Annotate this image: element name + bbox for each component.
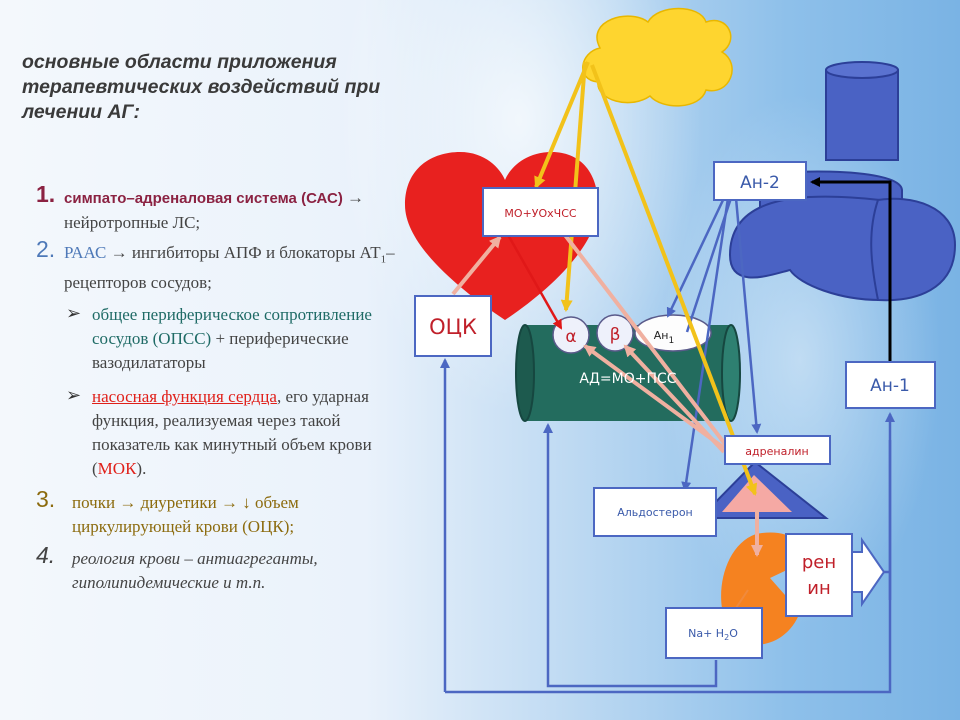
aldosterone-label: Альдостерон <box>617 506 693 519</box>
sodium-water-text: Na+ H <box>688 627 724 640</box>
cardiac-output-label: МО+УОхЧСС <box>504 207 576 220</box>
list-number-1: 1. <box>36 181 56 207</box>
opss-term: общее периферическое сопротивление сосуд… <box>92 305 372 349</box>
raas-term: РААС <box>64 243 111 262</box>
renin-label-line2: ин <box>807 578 830 599</box>
opss-rest: + периферические вазодилататоры <box>92 329 349 373</box>
kidney-to-na-orange-arrow <box>735 589 749 609</box>
sodium-water-sub: 2 <box>724 633 729 642</box>
kidney-text: почки → диуретики → ↓ объем циркулирующе… <box>72 493 299 537</box>
sublist-item-pump: ➢ насосная функция сердца, его ударная ф… <box>22 385 402 481</box>
an1-box <box>845 361 936 409</box>
therapy-list: 1. симпато–адреналовая система (САС) → н… <box>22 182 402 595</box>
raas-subscript: 1 <box>380 253 387 266</box>
renin-label-line1: рен <box>802 552 836 573</box>
receptor-beta[interactable] <box>596 314 634 352</box>
sublist-item-opss: ➢ общее периферическое сопротивление сос… <box>22 303 402 375</box>
adrenaline-label: адреналин <box>745 445 808 458</box>
ock-label: ОЦК <box>429 315 477 339</box>
pump-mok: МОК <box>97 459 137 479</box>
list-number-3: 3. <box>36 486 56 513</box>
sas-term: симпато–адреналовая система (САС) <box>64 190 347 207</box>
checkmark-arrow-icon: ➢ <box>66 385 82 406</box>
alpha-label: α <box>565 327 576 347</box>
pump-rest-a: , его ударная функция, реализуемая через… <box>92 387 372 479</box>
heart-to-alpha-red-arrow <box>501 225 563 330</box>
slide-title: основные области приложения терапевтичес… <box>22 51 381 123</box>
aldosterone-box <box>593 487 717 537</box>
cloud-shape <box>582 7 733 107</box>
rheology-text: реология крови – антиагреганты, гиполипи… <box>72 549 318 593</box>
list-number-4: 4. <box>36 542 56 569</box>
renin-box <box>785 533 853 617</box>
list-item-2: 2. РААС → ингибиторы АПФ и блокаторы АТ1… <box>22 237 402 295</box>
ock-box <box>414 295 492 357</box>
raas-text-b: –рецепторов сосудов; <box>64 243 395 293</box>
an2-label: Ан-2 <box>740 173 780 193</box>
aldosterone-arrows <box>534 61 758 496</box>
sodium-water-end: O <box>729 627 738 640</box>
adrenaline-box <box>724 435 831 465</box>
an1-label: Ан-1 <box>870 376 910 396</box>
an2-arrows <box>666 197 762 492</box>
an1-to-an2-black-arrow <box>810 177 892 362</box>
raas-text-a: → ингибиторы АПФ и блокаторы АТ <box>110 243 381 262</box>
adrenaline-arrows <box>451 220 763 557</box>
pump-term: насосная функция сердца <box>92 387 277 407</box>
list-item-1: 1. симпато–адреналовая система (САС) → н… <box>22 182 402 235</box>
sodium-water-box <box>665 607 763 659</box>
an2-box <box>713 161 807 201</box>
list-item-4: 4. реология крови – антиагреганты, гипол… <box>22 543 402 595</box>
cardiac-output-box <box>482 187 599 237</box>
list-item-3: 3. почки → диуретики → ↓ объем циркулиру… <box>22 487 402 539</box>
an1-receptor-label: Ан1 <box>654 329 674 346</box>
pump-rest-b: ). <box>136 459 147 479</box>
sodium-water-label: Na+ H2O <box>688 627 738 642</box>
arrow-renin-shape <box>851 536 886 608</box>
receptor-alpha[interactable] <box>552 316 590 354</box>
checkmark-arrow-icon: ➢ <box>66 303 82 324</box>
an1-receptor-text: Ан <box>654 329 669 342</box>
blood-pressure-formula: АД=МО+ПСС <box>579 371 676 387</box>
sas-description: → нейротропные ЛС; <box>64 188 364 232</box>
an1-receptor-sub: 1 <box>668 336 674 346</box>
list-number-2: 2. <box>36 236 56 262</box>
beta-label: β <box>610 325 621 345</box>
